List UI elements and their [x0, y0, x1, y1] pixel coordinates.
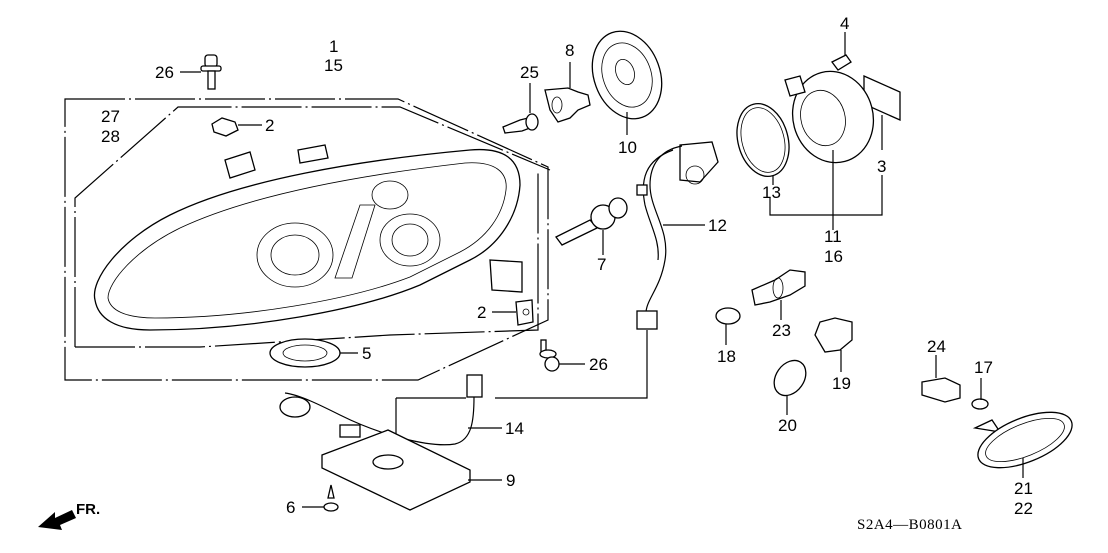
front-direction-label: FR.	[76, 501, 100, 518]
screw-4[interactable]	[831, 32, 852, 71]
part-label-4[interactable]: 4	[840, 14, 849, 33]
bulb-25[interactable]	[502, 83, 539, 134]
part-label-28[interactable]: 28	[101, 127, 120, 146]
leader-harness-connection	[495, 330, 648, 399]
part-labels: 1 15 26 27 28 2 2 5 25 8 10 7 12 4 3 13 …	[101, 14, 1033, 518]
socket-8[interactable]	[544, 62, 591, 123]
bulb-20[interactable]	[768, 354, 813, 415]
hid-ballast-9[interactable]	[321, 424, 502, 511]
part-label-6[interactable]: 6	[286, 498, 295, 517]
part-label-23[interactable]: 23	[772, 321, 791, 340]
part-label-15[interactable]: 15	[324, 56, 343, 75]
ballast-harness-14[interactable]	[279, 374, 502, 450]
part-label-2[interactable]: 2	[265, 116, 274, 135]
bolt-26-top[interactable]	[180, 54, 222, 90]
assembly-outline-inner	[74, 106, 551, 348]
part-label-8[interactable]: 8	[565, 41, 574, 60]
part-label-13[interactable]: 13	[762, 183, 781, 202]
o-ring-13[interactable]	[729, 98, 796, 185]
socket-24[interactable]	[921, 355, 961, 403]
part-label-20[interactable]: 20	[778, 416, 797, 435]
headlight-housing[interactable]	[93, 144, 523, 331]
part-label-21[interactable]: 21	[1014, 479, 1033, 498]
part-label-17[interactable]: 17	[974, 358, 993, 377]
assembly-outline-outer	[64, 98, 549, 381]
socket-19[interactable]	[814, 317, 853, 372]
igniter-harness-12[interactable]	[636, 141, 719, 330]
bulb-18[interactable]	[715, 307, 741, 345]
leader-bracket-13-11-3	[769, 175, 883, 216]
dust-cover-10[interactable]	[581, 21, 674, 135]
clip-2-top[interactable]	[211, 117, 262, 137]
part-label-16[interactable]: 16	[824, 247, 843, 266]
diagram-code: S2A4—B0801A	[857, 517, 963, 533]
socket-23[interactable]	[751, 269, 806, 320]
part-label-11[interactable]: 11	[824, 227, 842, 246]
part-label-5[interactable]: 5	[362, 344, 371, 363]
bulb-17[interactable]	[971, 378, 989, 410]
part-label-27[interactable]: 27	[101, 107, 120, 126]
part-label-14[interactable]: 14	[505, 419, 524, 438]
part-label-3[interactable]: 3	[877, 157, 886, 176]
washer-5[interactable]	[269, 338, 358, 368]
part-label-22[interactable]: 22	[1014, 499, 1033, 518]
part-label-12[interactable]: 12	[708, 216, 727, 235]
hid-bulb-7[interactable]	[555, 197, 628, 255]
part-label-9[interactable]: 9	[506, 471, 515, 490]
screw-6[interactable]	[302, 484, 339, 512]
part-label-2[interactable]: 2	[477, 303, 486, 322]
part-label-10[interactable]: 10	[618, 138, 637, 157]
part-label-25[interactable]: 25	[520, 63, 539, 82]
part-label-7[interactable]: 7	[597, 255, 606, 274]
bolt-26-bottom[interactable]	[539, 339, 585, 372]
part-label-26[interactable]: 26	[155, 63, 174, 82]
side-marker-21-22[interactable]	[970, 401, 1079, 479]
part-label-1[interactable]: 1	[329, 37, 338, 56]
retainer-ring-11[interactable]	[782, 62, 883, 230]
part-label-26[interactable]: 26	[589, 355, 608, 374]
part-label-24[interactable]: 24	[927, 337, 946, 356]
clip-2-bottom[interactable]	[492, 299, 534, 326]
part-label-19[interactable]: 19	[832, 374, 851, 393]
part-label-18[interactable]: 18	[717, 347, 736, 366]
front-direction-arrow: FR.	[38, 501, 100, 530]
